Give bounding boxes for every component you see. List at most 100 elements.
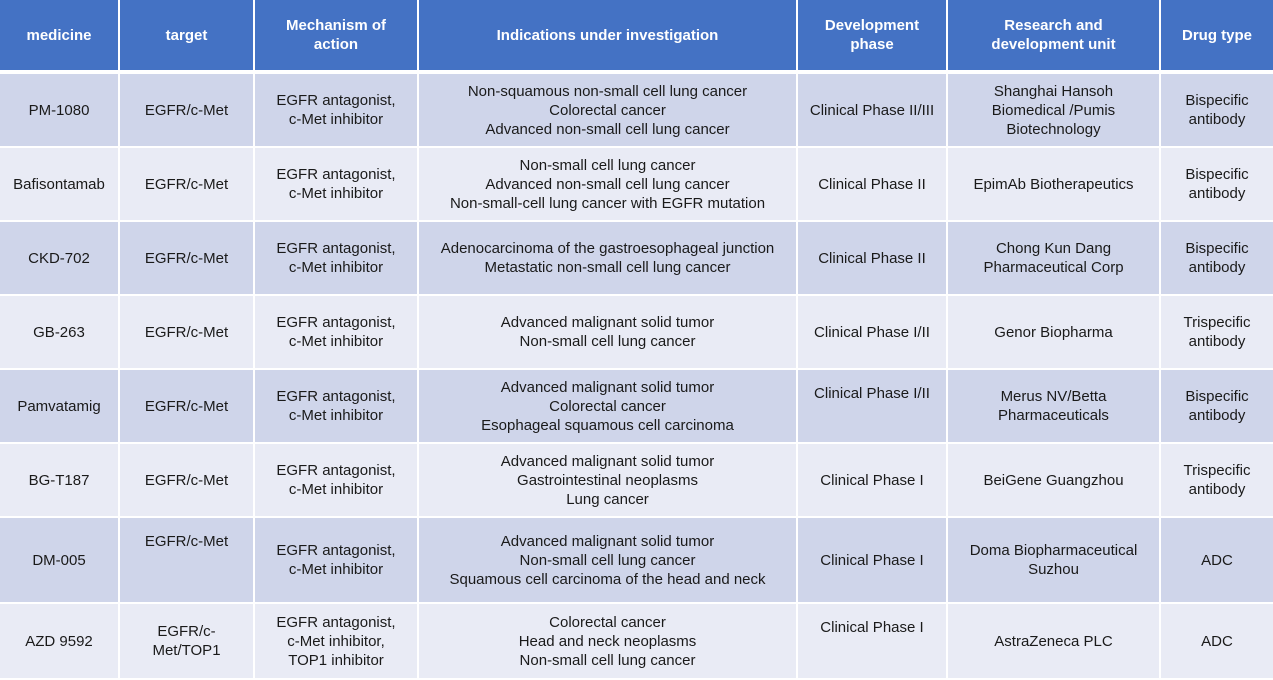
- cell-line: c-Met inhibitor: [288, 561, 384, 578]
- cell-mechanism: EGFR antagonist,c-Met inhibitor,TOP1 inh…: [255, 604, 419, 680]
- cell-line: antibody: [1188, 407, 1246, 424]
- cell-line: ADC: [1201, 632, 1233, 650]
- cell-drug-type: ADC: [1161, 518, 1273, 604]
- cell-line: Doma Biopharmaceutical: [969, 542, 1138, 559]
- cell-phase: Clinical Phase I/II: [798, 296, 948, 370]
- cell-target: EGFR/c-Met: [120, 296, 255, 370]
- cell-target: EGFR/c-Met: [120, 518, 255, 604]
- cell-phase: Clinical Phase I: [798, 518, 948, 604]
- cell-line: c-Met inhibitor: [288, 185, 384, 202]
- cell-mechanism: EGFR antagonist, c-Met inhibitor: [255, 222, 419, 296]
- cell-line: antibody: [1188, 111, 1246, 128]
- cell-line: Bispecific: [1185, 388, 1249, 405]
- cell-phase: Clinical Phase II/III: [798, 74, 948, 148]
- cell-line: Non-small cell lung cancer: [519, 156, 696, 174]
- cell-line: antibody: [1188, 333, 1246, 350]
- cell-line: Non-small cell lung cancer: [519, 551, 696, 569]
- cell-unit: BeiGene Guangzhou: [948, 444, 1161, 518]
- cell-medicine: GB-263: [0, 296, 120, 370]
- cell-line: Pharmaceuticals: [998, 407, 1109, 424]
- cell-line: Merus NV/Betta: [1000, 388, 1107, 405]
- cell-line: Head and neck neoplasms: [518, 632, 697, 650]
- cell-line: Colorectal cancer: [549, 101, 666, 119]
- cell-mechanism: EGFR antagonist, c-Met inhibitor: [255, 370, 419, 444]
- cell-line: EGFR antagonist,: [276, 388, 396, 405]
- cell-line: Adenocarcinoma of the gastroesophageal j…: [440, 240, 775, 257]
- cell-line: Advanced malignant solid tumor: [500, 378, 715, 396]
- table-header: medicine target Mechanism of action Indi…: [0, 0, 1273, 74]
- cell-line: Non-small cell lung cancer: [519, 651, 696, 669]
- cell-mechanism: EGFR antagonist,c-Met inhibitor: [255, 148, 419, 222]
- cell-phase: Clinical Phase II: [798, 148, 948, 222]
- cell-phase: Clinical Phase II: [798, 222, 948, 296]
- cell-unit: AstraZeneca PLC: [948, 604, 1161, 680]
- cell-target: EGFR/c-Met: [120, 148, 255, 222]
- cell-drug-type: ADC: [1161, 604, 1273, 680]
- cell-medicine: CKD-702: [0, 222, 120, 296]
- header-unit: Research and development unit: [948, 0, 1161, 74]
- cell-line: Genor Biopharma: [994, 323, 1113, 341]
- cell-unit: Genor Biopharma: [948, 296, 1161, 370]
- header-medicine: medicine: [0, 0, 120, 74]
- cell-line: Bispecific: [1185, 166, 1249, 183]
- cell-phase: Clinical Phase I/II: [798, 370, 948, 444]
- cell-medicine: Pamvatamig: [0, 370, 120, 444]
- cell-unit: EpimAb Biotherapeutics: [948, 148, 1161, 222]
- cell-drug-type: Bispecific antibody: [1161, 370, 1273, 444]
- cell-line: antibody: [1188, 481, 1246, 498]
- cell-line: AstraZeneca PLC: [994, 632, 1113, 650]
- cell-medicine: AZD 9592: [0, 604, 120, 680]
- cell-mechanism: EGFR antagonist,c-Met inhibitor: [255, 296, 419, 370]
- cell-target: EGFR/c-Met: [120, 74, 255, 148]
- cell-line: Bispecific: [1185, 92, 1249, 109]
- cell-line: ADC: [1201, 551, 1233, 569]
- cell-drug-type: Trispecific antibody: [1161, 296, 1273, 370]
- cell-line: EpimAb Biotherapeutics: [973, 175, 1134, 193]
- cell-line: EGFR antagonist,: [276, 92, 396, 109]
- cell-mechanism: EGFR antagonist,c-Met inhibitor: [255, 444, 419, 518]
- cell-line: Shanghai Hansoh: [993, 82, 1114, 100]
- cell-line: c-Met inhibitor,: [287, 632, 385, 650]
- cell-phase: Clinical Phase I: [798, 444, 948, 518]
- cell-line: c-Met inhibitor: [288, 407, 384, 424]
- cell-line: Non-small cell lung cancer: [519, 333, 696, 350]
- cell-target: EGFR/c-Met: [120, 222, 255, 296]
- cell-line: Chong Kun Dang: [995, 240, 1112, 257]
- cell-line: c-Met inhibitor: [288, 259, 384, 276]
- cell-line: BeiGene Guangzhou: [983, 471, 1124, 489]
- cell-medicine: Bafisontamab: [0, 148, 120, 222]
- cell-line: Suzhou: [1028, 561, 1079, 578]
- cell-mechanism: EGFR antagonist,c-Met inhibitor: [255, 74, 419, 148]
- cell-phase: Clinical Phase I: [798, 604, 948, 680]
- cell-line: Metastatic non-small cell lung cancer: [484, 259, 731, 276]
- cell-line: antibody: [1188, 185, 1246, 202]
- cell-line: Advanced malignant solid tumor: [500, 314, 715, 331]
- cell-line: EGFR antagonist,: [276, 240, 396, 257]
- cell-line: Lung cancer: [566, 490, 649, 508]
- cell-line: EGFR antagonist,: [276, 542, 396, 559]
- cell-line: Trispecific: [1183, 314, 1251, 331]
- cell-line: antibody: [1188, 259, 1246, 276]
- cell-line: Colorectal cancer: [549, 397, 666, 415]
- cell-line: Pharmaceutical Corp: [983, 259, 1124, 276]
- cell-line: Gastrointestinal neoplasms: [517, 471, 698, 489]
- cell-line: EGFR antagonist,: [276, 314, 396, 331]
- header-target: target: [120, 0, 255, 74]
- cell-target: EGFR/c-Met/TOP1: [120, 604, 255, 680]
- cell-line: Non-small-cell lung cancer with EGFR mut…: [449, 194, 766, 212]
- cell-line: EGFR antagonist,: [276, 462, 396, 479]
- cell-medicine: DM-005: [0, 518, 120, 604]
